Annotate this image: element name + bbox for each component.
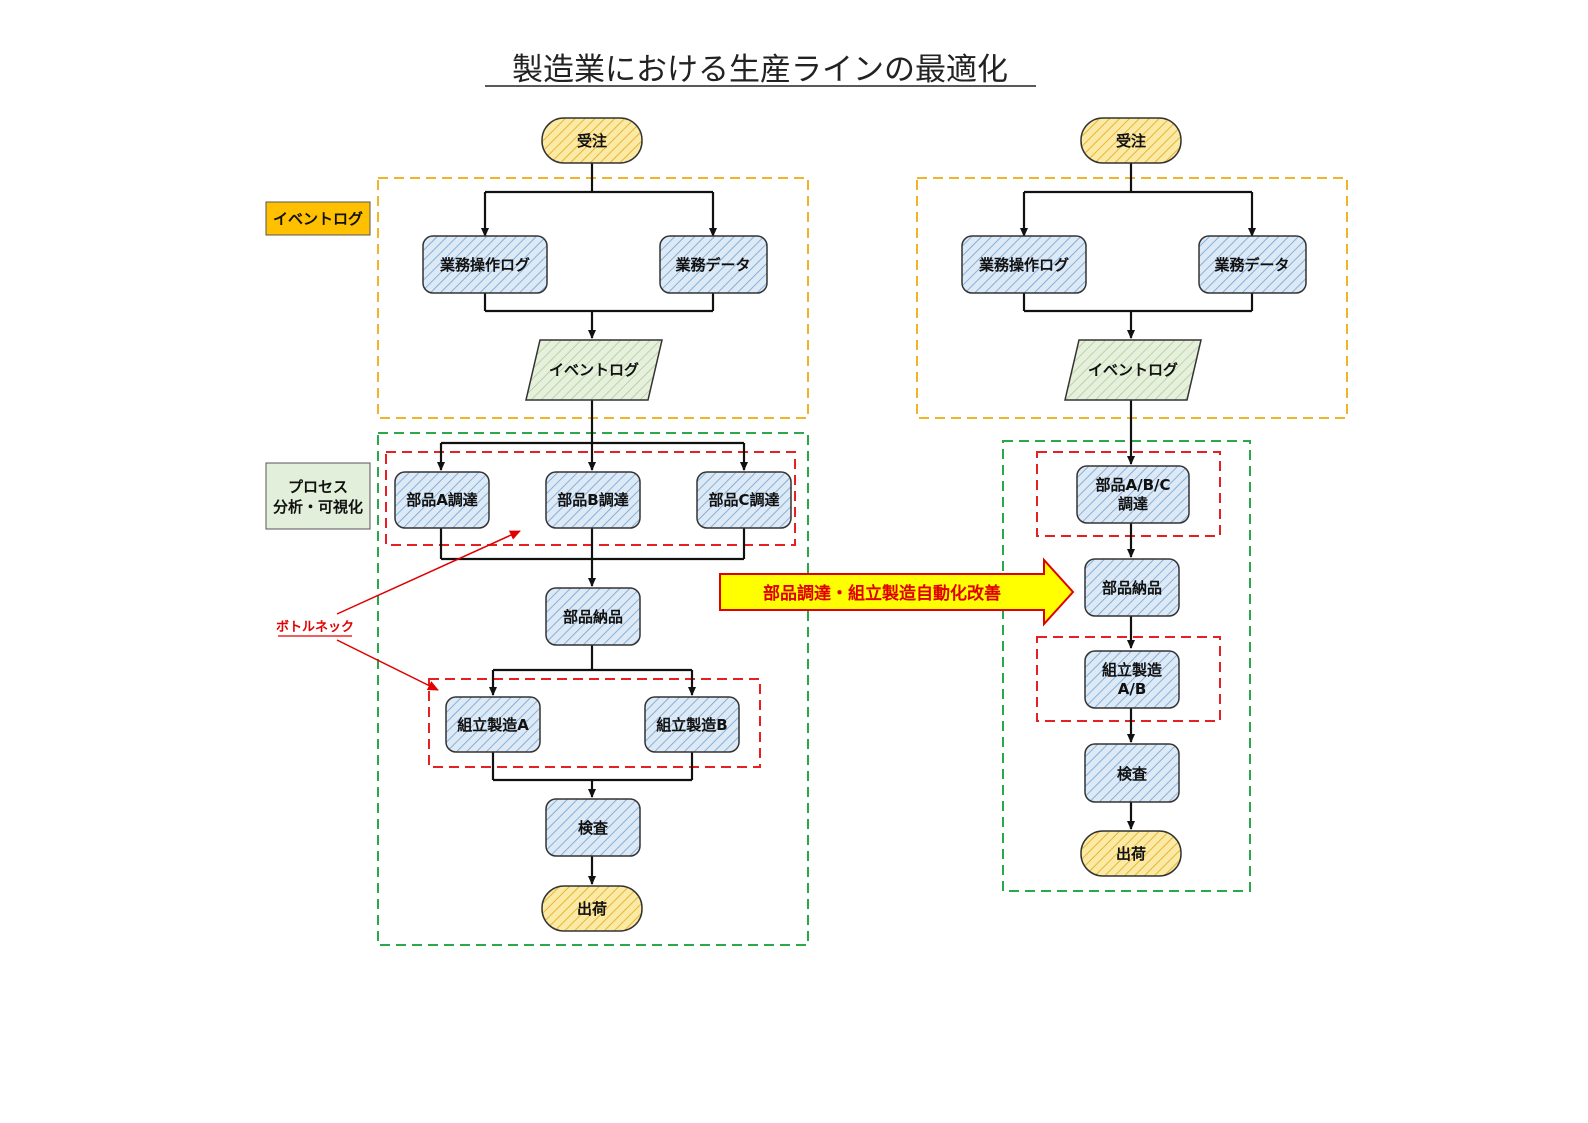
node-event-log-after-label: イベントログ	[1088, 361, 1178, 379]
connectors-after	[1020, 163, 1256, 830]
node-delivery-before: 部品納品	[545, 587, 641, 646]
page-title: 製造業における生産ラインの最適化	[512, 52, 1008, 88]
node-assy-a-before-label: 組立製造A	[457, 716, 529, 734]
node-proc-b-before-label: 部品B調達	[557, 491, 628, 509]
node-biz-data-before: 業務データ	[659, 235, 768, 294]
node-proc-a-before: 部品A調達	[394, 471, 490, 529]
node-assy-after-line2: A/B	[1118, 680, 1147, 698]
improvement-callout-arrow: 部品調達・組立製造自動化改善	[719, 557, 1075, 627]
node-proc-c-before-label: 部品C調達	[708, 491, 779, 509]
node-proc-c-before: 部品C調達	[696, 471, 792, 529]
node-ship-before-label: 出荷	[577, 900, 607, 918]
node-event-log-before-label: イベントログ	[549, 361, 639, 379]
node-proc-abc-after-line1: 部品A/B/C	[1095, 476, 1170, 494]
node-proc-abc-after: 部品A/B/C 調達	[1076, 465, 1190, 524]
label-process-line1: プロセス	[288, 478, 348, 496]
improved-frame-assembly	[1036, 636, 1221, 722]
callout-label: 部品調達・組立製造自動化改善	[763, 583, 1001, 604]
node-assy-b-before: 組立製造B	[644, 696, 740, 753]
node-inspect-after: 検査	[1084, 743, 1180, 803]
node-order-before-label: 受注	[577, 132, 607, 150]
node-assy-after: 組立製造 A/B	[1084, 650, 1180, 709]
node-delivery-after-label: 部品納品	[1102, 579, 1162, 597]
bottleneck-annotation: ボトルネック	[276, 530, 521, 691]
connectors-before	[437, 163, 748, 885]
bottleneck-frame-assembly	[428, 678, 761, 768]
label-event-log-text: イベントログ	[273, 210, 363, 228]
node-ship-after: 出荷	[1080, 830, 1182, 877]
node-inspect-before-label: 検査	[578, 819, 609, 837]
node-proc-a-before-label: 部品A調達	[406, 491, 478, 509]
node-assy-a-before: 組立製造A	[445, 696, 541, 753]
node-op-log-before-label: 業務操作ログ	[439, 256, 530, 274]
frame-process-after	[1002, 440, 1251, 892]
improved-frame-procurement	[1036, 451, 1221, 537]
node-order-after: 受注	[1080, 117, 1182, 164]
node-ship-after-label: 出荷	[1116, 845, 1146, 863]
node-delivery-before-label: 部品納品	[563, 608, 623, 626]
node-event-log-before: イベントログ	[525, 339, 663, 401]
node-assy-after-line1: 組立製造	[1102, 661, 1162, 679]
node-inspect-after-label: 検査	[1117, 765, 1148, 783]
node-assy-b-before-label: 組立製造B	[656, 716, 727, 734]
node-order-before: 受注	[541, 117, 643, 164]
label-process-line2: 分析・可視化	[273, 498, 363, 516]
node-biz-data-after: 業務データ	[1198, 235, 1307, 294]
node-proc-b-before: 部品B調達	[545, 471, 641, 529]
node-proc-abc-after-line2: 調達	[1118, 495, 1148, 513]
node-ship-before: 出荷	[541, 885, 643, 932]
node-op-log-after: 業務操作ログ	[961, 235, 1087, 294]
node-inspect-before: 検査	[545, 798, 641, 857]
node-op-log-after-label: 業務操作ログ	[978, 256, 1069, 274]
node-op-log-before: 業務操作ログ	[422, 235, 548, 294]
label-process-analysis: プロセス 分析・可視化	[265, 462, 371, 530]
bottleneck-label: ボトルネック	[276, 619, 354, 635]
node-biz-data-before-label: 業務データ	[674, 256, 750, 274]
node-event-log-after: イベントログ	[1064, 339, 1202, 401]
label-event-log: イベントログ	[265, 201, 371, 236]
node-order-after-label: 受注	[1116, 132, 1146, 150]
node-biz-data-after-label: 業務データ	[1213, 256, 1289, 274]
bottleneck-frame-procurement	[385, 451, 796, 546]
node-delivery-after: 部品納品	[1084, 558, 1180, 617]
